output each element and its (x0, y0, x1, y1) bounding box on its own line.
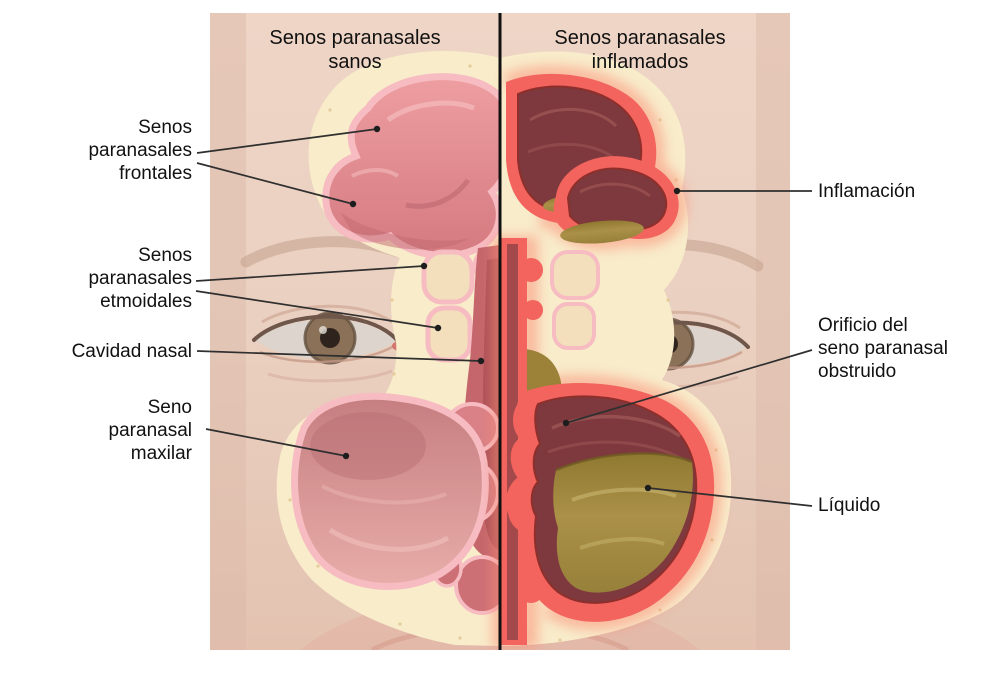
frontal-leader-line-1 (196, 128, 378, 154)
label-nasal-cavity: Cavidad nasal (71, 341, 192, 362)
maxillary-leader-line (205, 428, 347, 457)
blocked-ostium-leader-line (565, 349, 813, 424)
leader-dots (342, 125, 681, 492)
label-fluid: Líquido (818, 495, 881, 516)
healthy-side-art (276, 51, 517, 646)
fluid-leader-line (647, 487, 813, 507)
label-blocked-ostium: Orificio del seno paranasal obstruido (818, 315, 948, 383)
left-eye (252, 304, 408, 383)
label-maxillary-sinus: Seno paranasal maxilar (108, 397, 192, 465)
frontal-leader-line-2 (196, 162, 354, 205)
divider-line (498, 13, 502, 650)
skin-shade-left (210, 13, 246, 650)
leader-lines (195, 128, 813, 507)
inflamed-frontal-sinus-lower (553, 156, 679, 244)
label-ethmoid-sinuses: Senos paranasales etmoidales (88, 245, 192, 313)
skin-shade-right (756, 13, 790, 650)
left-panel-title: Senos paranasales sanos (269, 27, 441, 74)
nasal-cavity-leader-line (196, 350, 482, 362)
ethmoid-leader-line-2 (195, 290, 439, 329)
healthy-maxillary-sinus (291, 392, 489, 590)
label-inflammation: Inflamación (818, 181, 916, 202)
label-frontal-sinuses: Senos paranasales frontales (88, 117, 192, 185)
inflamed-side-ethmoid-cells (550, 250, 600, 350)
ethmoid-leader-line-1 (195, 265, 425, 282)
right-panel-title: Senos paranasales inflamados (554, 27, 726, 74)
